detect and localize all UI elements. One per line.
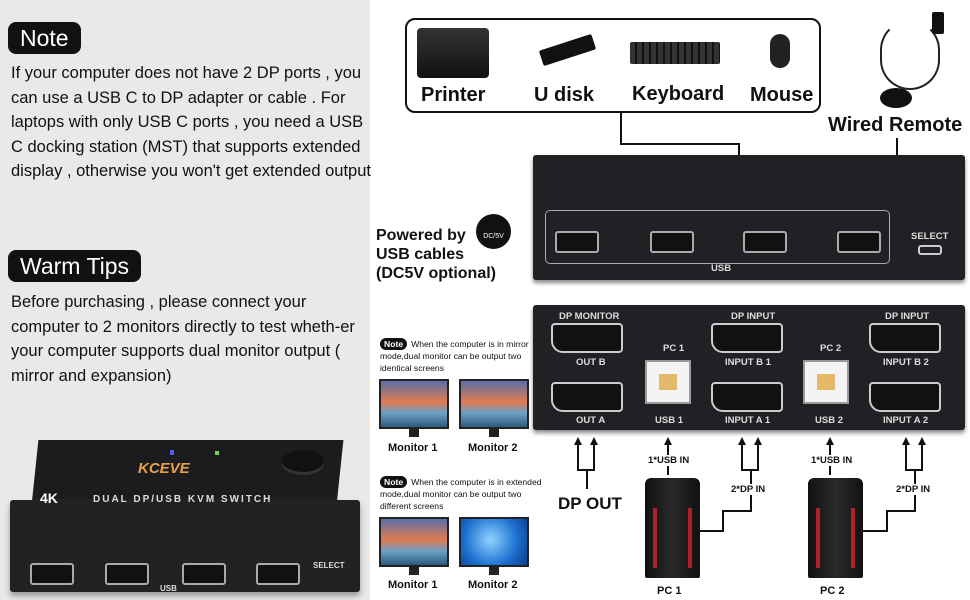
monitor-1-label: Monitor 1 — [388, 579, 438, 591]
dp-port-out-b[interactable] — [551, 323, 623, 353]
usb-port[interactable] — [555, 231, 599, 253]
rear-panel: DP MONITOR OUT B OUT A PC 1 USB 1 DP INP… — [533, 305, 965, 430]
power-line-2: USB cables — [376, 246, 465, 263]
dp-in-2-label: 2*DP IN — [896, 484, 931, 495]
product-image: KCEVE 4K DUAL DP/USB KVM SWITCH USB SELE… — [10, 420, 362, 593]
printer-label: Printer — [421, 84, 486, 106]
pc2-label: PC 2 — [820, 343, 842, 354]
usb-label: USB — [160, 584, 177, 593]
pc-2-label: PC 2 — [820, 585, 845, 597]
dp-port-input-b1[interactable] — [711, 323, 783, 353]
mouse-label: Mouse — [750, 84, 814, 106]
dc5v-icon: DC/5V — [476, 214, 511, 249]
wired-remote-icon — [880, 88, 912, 108]
left-panel: Note If your computer does not have 2 DP… — [0, 0, 371, 600]
usb-port — [182, 563, 226, 585]
power-line-3: (DC5V optional) — [376, 265, 496, 282]
dp-monitor-label: DP MONITOR — [559, 311, 620, 322]
dp-port-out-a[interactable] — [551, 382, 623, 412]
power-line-1: Powered by — [376, 227, 466, 244]
select-label: SELECT — [313, 561, 345, 570]
usb-in-1-label: 1*USB IN — [648, 455, 690, 466]
input-a1-label: INPUT A 1 — [725, 415, 771, 426]
pc1-label: PC 1 — [663, 343, 685, 354]
monitor-2-image — [459, 517, 529, 575]
select-port[interactable] — [918, 245, 942, 255]
usb-in-2-label: 1*USB IN — [811, 455, 853, 466]
warm-tips-badge: Warm Tips — [8, 250, 142, 282]
power-note: Powered by USB cables (DC5V optional) — [376, 226, 496, 283]
note-badge: Note — [8, 22, 81, 54]
dp-input-1-label: DP INPUT — [731, 311, 776, 322]
mouse-icon — [770, 34, 790, 68]
peripherals-box: Printer U disk Keyboard Mouse — [405, 18, 821, 113]
out-b-label: OUT B — [576, 357, 606, 368]
pc-2-tower — [808, 478, 863, 578]
note-badge: Note — [380, 476, 408, 488]
select-knob — [282, 450, 324, 472]
usb-b-port-1[interactable] — [645, 360, 691, 404]
4k-badge: 4K — [40, 490, 58, 506]
keyboard-icon — [630, 42, 720, 64]
usb-port[interactable] — [837, 231, 881, 253]
usb-port — [256, 563, 300, 585]
monitor-1-image — [379, 379, 449, 437]
dp-port-input-b2[interactable] — [869, 323, 941, 353]
input-a2-label: INPUT A 2 — [883, 415, 929, 426]
monitor-1-image — [379, 517, 449, 575]
printer-icon — [417, 28, 489, 78]
usb-c-plug-icon — [932, 12, 944, 34]
select-label: SELECT — [911, 231, 949, 242]
brand-logo: KCEVE — [138, 460, 190, 477]
extended-note-text: When the computer is in extended mode,du… — [380, 477, 542, 511]
remote-cable — [880, 20, 940, 90]
dp-port-input-a1[interactable] — [711, 382, 783, 412]
model-text: DUAL DP/USB KVM SWITCH — [93, 494, 273, 505]
monitor-2-label: Monitor 2 — [468, 442, 518, 454]
input-b1-label: INPUT B 1 — [725, 357, 771, 368]
dp-out-label: DP OUT — [558, 494, 622, 513]
usb-port — [105, 563, 149, 585]
dp-input-2-label: DP INPUT — [885, 311, 930, 322]
monitor-2-label: Monitor 2 — [468, 579, 518, 591]
usb1-label: USB 1 — [655, 415, 683, 426]
dp-in-1-label: 2*DP IN — [731, 484, 766, 495]
u-disk-label: U disk — [534, 84, 595, 106]
input-b2-label: INPUT B 2 — [883, 357, 929, 368]
monitor-2-image — [459, 379, 529, 437]
out-a-label: OUT A — [576, 415, 606, 426]
monitor-1-label: Monitor 1 — [388, 442, 438, 454]
usb-port — [30, 563, 74, 585]
usb-label: USB — [711, 263, 732, 274]
wired-remote-label: Wired Remote — [828, 114, 963, 136]
usb-port[interactable] — [743, 231, 787, 253]
mirror-note-text: When the computer is in mirror mode,dual… — [380, 339, 529, 373]
note-text: If your computer does not have 2 DP port… — [11, 64, 371, 181]
note-badge: Note — [380, 338, 408, 350]
pc-1-tower — [645, 478, 700, 578]
keyboard-label: Keyboard — [632, 83, 725, 105]
pc-1-label: PC 1 — [657, 585, 682, 597]
front-panel: USB SELECT — [533, 155, 965, 280]
usb2-label: USB 2 — [815, 415, 843, 426]
warm-tips-text: Before purchasing , please connect your … — [11, 293, 355, 385]
dp-port-input-a2[interactable] — [869, 382, 941, 412]
usb-disk-icon — [538, 33, 597, 67]
usb-b-port-2[interactable] — [803, 360, 849, 404]
usb-port[interactable] — [650, 231, 694, 253]
